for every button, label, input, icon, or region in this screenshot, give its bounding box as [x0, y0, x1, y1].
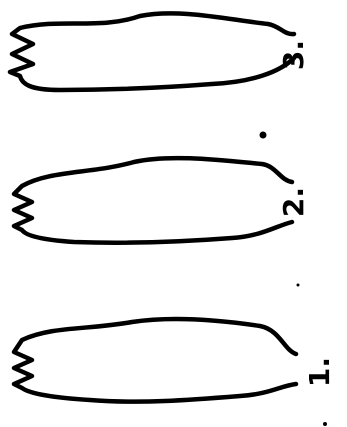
- figure-3-outline: [10, 13, 294, 90]
- figure-2-label: 2.: [277, 187, 310, 217]
- ink-speck: [260, 132, 267, 139]
- figure-2: 2.: [14, 158, 310, 243]
- figure-1: 1.: [14, 319, 336, 402]
- ink-speck: [297, 284, 300, 287]
- figure-3-label: 3.: [277, 40, 310, 70]
- ink-speck: [323, 422, 327, 426]
- figure-2-outline: [14, 158, 292, 243]
- figure-1-label: 1.: [303, 357, 336, 387]
- figure-3: 3.: [10, 13, 310, 90]
- figure-1-outline: [14, 319, 296, 402]
